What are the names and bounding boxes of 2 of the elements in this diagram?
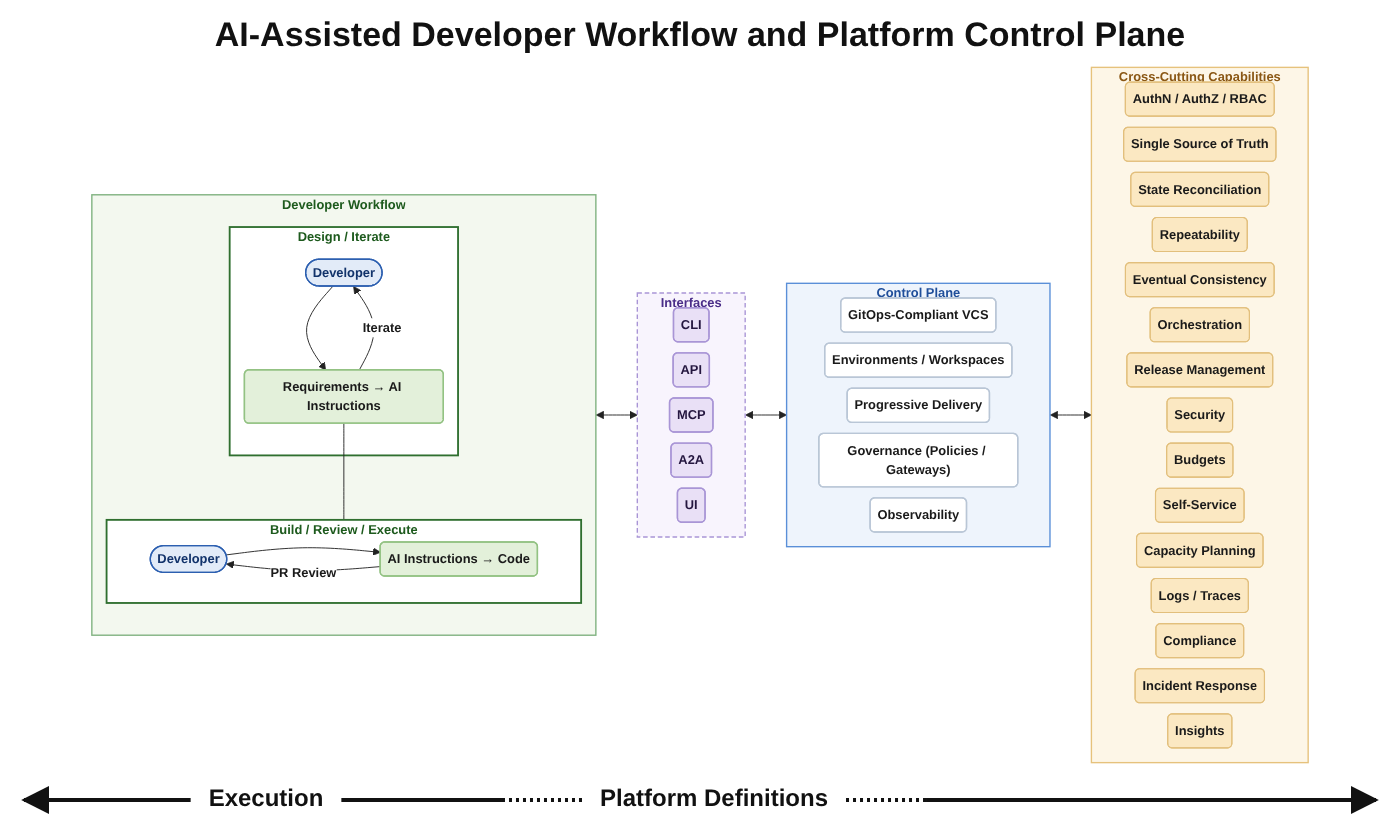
diagram-title: AI-Assisted Developer Workflow and Platform Control Plane xyxy=(214,14,1186,58)
connector xyxy=(343,422,345,521)
